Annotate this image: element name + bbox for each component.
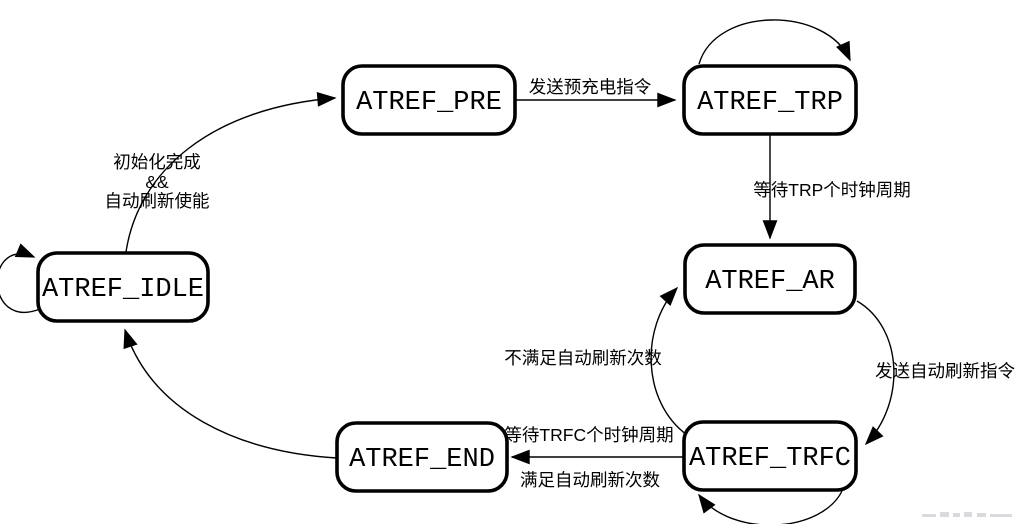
state-atref-end-label: ATREF_END: [349, 445, 495, 475]
edge-trfc-to-ar: [650, 286, 688, 436]
edge-ar-to-trfc: [856, 300, 895, 446]
label-init-line3: 自动刷新使能: [105, 191, 210, 211]
edge-end-to-idle: [123, 328, 338, 459]
state-atref-trp-label: ATREF_TRP: [697, 88, 843, 118]
watermark: [922, 512, 1012, 517]
label-trp-to-ar: 等待TRP个时钟周期: [753, 180, 911, 200]
state-atref-ar-label: ATREF_AR: [705, 267, 835, 297]
state-atref-trfc-label: ATREF_TRFC: [689, 444, 851, 474]
label-trfc-to-end-below: 满足自动刷新次数: [520, 470, 660, 490]
state-atref-ar: ATREF_AR: [683, 243, 857, 315]
label-trfc-to-end-above: 等待TRFC个时钟周期: [504, 425, 673, 445]
edge-idle-to-pre: [125, 92, 337, 253]
label-init-line1: 初始化完成: [113, 152, 201, 172]
label-trfc-to-ar: 不满足自动刷新次数: [504, 348, 662, 368]
state-atref-pre-label: ATREF_PRE: [356, 88, 502, 118]
state-atref-trfc: ATREF_TRFC: [682, 420, 858, 492]
state-atref-end: ATREF_END: [335, 421, 509, 493]
state-atref-trp: ATREF_TRP: [682, 64, 858, 136]
state-nodes: ATREF_IDLE ATREF_PRE ATREF_TRP ATREF_AR …: [36, 64, 858, 493]
transition-labels: 初始化完成 && 自动刷新使能 发送预充电指令 等待TRP个时钟周期 发送自动刷…: [105, 77, 1016, 490]
label-init-line2: &&: [145, 172, 169, 192]
label-pre-to-trp: 发送预充电指令: [529, 77, 652, 97]
transition-edges: [0, 19, 895, 524]
state-atref-pre: ATREF_PRE: [341, 64, 517, 136]
state-atref-idle: ATREF_IDLE: [36, 251, 210, 323]
edge-idle-self: [0, 243, 41, 313]
edge-trfc-self: [698, 488, 844, 524]
edge-trp-self: [698, 19, 851, 65]
state-atref-idle-label: ATREF_IDLE: [42, 275, 204, 305]
label-ar-to-trfc: 发送自动刷新指令: [875, 361, 1015, 381]
